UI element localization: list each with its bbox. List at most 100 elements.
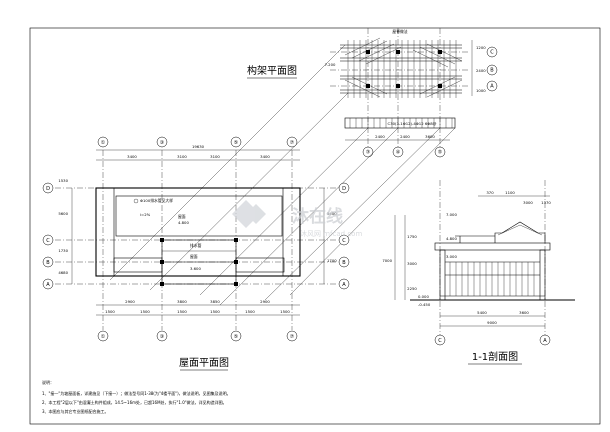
section-dim-top-3: 3000: [523, 200, 533, 205]
pergola-column: [438, 50, 442, 54]
pergola-dim-right-1: 1200: [476, 45, 486, 50]
roof-drain: 排水管: [190, 243, 202, 248]
roof-dim-top-4: 3400: [260, 154, 270, 159]
pergola-column: [396, 84, 400, 88]
pergola-column: [396, 50, 400, 54]
notes-line-1: 1、"接一"为坡屋面板，详建施见（下接一）；做法型号同1-38(为"4楼平面")…: [42, 390, 231, 396]
roof-plan: Φ100排水管见大样 4.800 屋面 i=2% 排水管 屋面 3.600 19…: [42, 136, 350, 342]
section-elev-1: 7.000: [446, 212, 457, 217]
roof-dim-bottom-3: 3850: [210, 299, 220, 304]
roof-col-bubble-top-7: ⑦: [290, 140, 295, 146]
roof-row-bubble-left-c: C: [46, 238, 50, 244]
roof-col-bubble-bottom-5: ⑤: [234, 334, 238, 340]
pergola-plan-title: 构架平面图: [247, 64, 297, 77]
pergola-column: [366, 50, 370, 54]
pergola-row-bubble-a: A: [490, 84, 494, 90]
watermark-brand: 沐在线: [292, 206, 343, 227]
roof-dim-top-3: 3100: [210, 154, 220, 159]
roof-col-bubble-top-3: ③: [160, 140, 164, 146]
roof-dim-sub-2: 1500: [140, 309, 150, 314]
section-dim-bottom-2: 3600: [519, 310, 529, 315]
section-col-bubble-c: C: [438, 338, 442, 344]
roof-col-bubble-bottom-3: ③: [160, 334, 164, 340]
pergola-col-bubble-3: ③: [366, 150, 370, 156]
pergola-dim-bottom-3: 3600: [425, 134, 435, 139]
notes-line-2: 2、本工程"2层以下"由混凝土构件组成，14.5~16m处，已超16M处，执行"…: [42, 399, 227, 405]
roof-dim-sub-4: 1500: [210, 309, 220, 314]
section-elev-5: -0.450: [418, 302, 431, 307]
watermark-url: 沐风网 mfcad.com: [300, 229, 362, 238]
sheet-border: [29, 27, 601, 425]
pergola-top-note: 屋脊做法: [392, 29, 407, 34]
roof-callout: Φ100排水管见大样: [140, 198, 173, 203]
pergola-column: [366, 84, 370, 88]
roof-col-bubble-top-5: ⑤: [234, 140, 238, 146]
notes-block: 说明： 1、"接一"为坡屋面板，详建施见（下接一）；做法型号同1-38(为"4楼…: [42, 379, 231, 414]
roof-row-bubble-left-a: A: [46, 282, 50, 288]
section-1-1: 370 1100 3000 1370 1750 3000 2250 7000 7…: [382, 180, 575, 346]
section-balusters: [449, 262, 535, 296]
pergola-col-bubble-4: ④: [396, 150, 401, 156]
pergola-rafters: [347, 40, 457, 98]
section-elev-4: 0.000: [418, 294, 429, 299]
left-wall-hatch: [95, 187, 115, 277]
pergola-row-bubble-c: C: [490, 50, 494, 56]
roof-room-1: 屋面: [178, 214, 186, 219]
pergola-strip-ticks: [349, 118, 453, 128]
roof-row-bubble-right-a: A: [342, 282, 346, 288]
roof-dim-left-3: 1730: [58, 248, 68, 253]
pergola-plan: 2400 2400 3600 1200 2400 1000 C B A ③ ④ …: [325, 28, 498, 158]
pergola-row-bubble-b: B: [490, 68, 494, 74]
roof-dim-bottom-4: 2900: [260, 299, 270, 304]
section-dim-left-1: 1750: [407, 234, 417, 239]
pergola-dim-right-2: 2400: [476, 68, 486, 73]
roof-dim-left-2: 5600: [58, 211, 68, 216]
roof-slope: i=2%: [140, 212, 151, 217]
section-dim-bottom-1: 5400: [477, 310, 487, 315]
roof-row-bubble-left-b: B: [46, 260, 50, 266]
section-dim-top-1: 370: [486, 190, 494, 195]
pergola-slope-hatch: [344, 37, 463, 98]
section-dim-total-h: 7000: [382, 258, 392, 263]
roof-dim-bottom-2: 3800: [177, 299, 187, 304]
roof-row-bubble-left-d: D: [46, 186, 50, 192]
roof-elev-1: 4.800: [178, 220, 189, 225]
roof-dim-total: 19630: [192, 144, 205, 149]
watermark: 沐在线 沐风网 mfcad.com: [232, 200, 362, 238]
roof-row-bubble-right-c: C: [342, 238, 346, 244]
roof-dim-sub-6: 1500: [280, 309, 290, 314]
roof-dim-sub-5: 1500: [245, 309, 255, 314]
roof-dim-top-2: 3100: [177, 154, 187, 159]
section-dim-total-w: 9000: [487, 320, 497, 325]
section-dim-top-2: 1100: [505, 190, 515, 195]
roof-row-bubble-right-b: B: [342, 260, 346, 266]
pergola-elevation: 7.200: [325, 62, 336, 67]
roof-dim-right-2: 1700: [327, 258, 337, 263]
pergola-note: C30(3-1Φ12)-4Φ12 6Φ8@: [388, 121, 437, 126]
projection-lines: [109, 44, 456, 306]
section-dim-left-3: 2250: [407, 286, 417, 291]
pergola-column: [438, 84, 442, 88]
roof-row-bubble-right-d: D: [342, 186, 346, 192]
roof-dim-top-1: 3400: [127, 154, 137, 159]
notes-line-3: 3、本图应与其它专业图纸配合施工。: [42, 408, 109, 414]
roof-elev-2: 3.600: [190, 266, 201, 271]
roof-col-bubble-bottom-7: ⑦: [290, 334, 295, 340]
section-dim-left-2: 3000: [407, 261, 417, 266]
pergola-dim-right-3: 1000: [476, 88, 486, 93]
lower-left-hatch: [113, 257, 163, 273]
roof-dim-right-1: 5400: [327, 211, 337, 216]
pergola-dim-bottom-2: 2400: [400, 134, 410, 139]
notes-heading: 说明：: [42, 379, 54, 385]
pergola-beams: [340, 44, 462, 94]
roof-dim-sub-3: 1500: [177, 309, 187, 314]
pergola-dim-bottom-1: 2400: [375, 134, 385, 139]
section-dim-top-4: 1370: [541, 200, 551, 205]
roof-dim-bottom-1: 2900: [125, 299, 135, 304]
right-wall-hatch: [282, 187, 301, 277]
roof-col-bubble-bottom-1: ①: [101, 334, 106, 340]
roof-dim-left-1: 1530: [58, 178, 68, 183]
section-title: 1-1剖面图: [472, 350, 518, 363]
roof-plan-title: 屋面平面图: [179, 357, 229, 369]
